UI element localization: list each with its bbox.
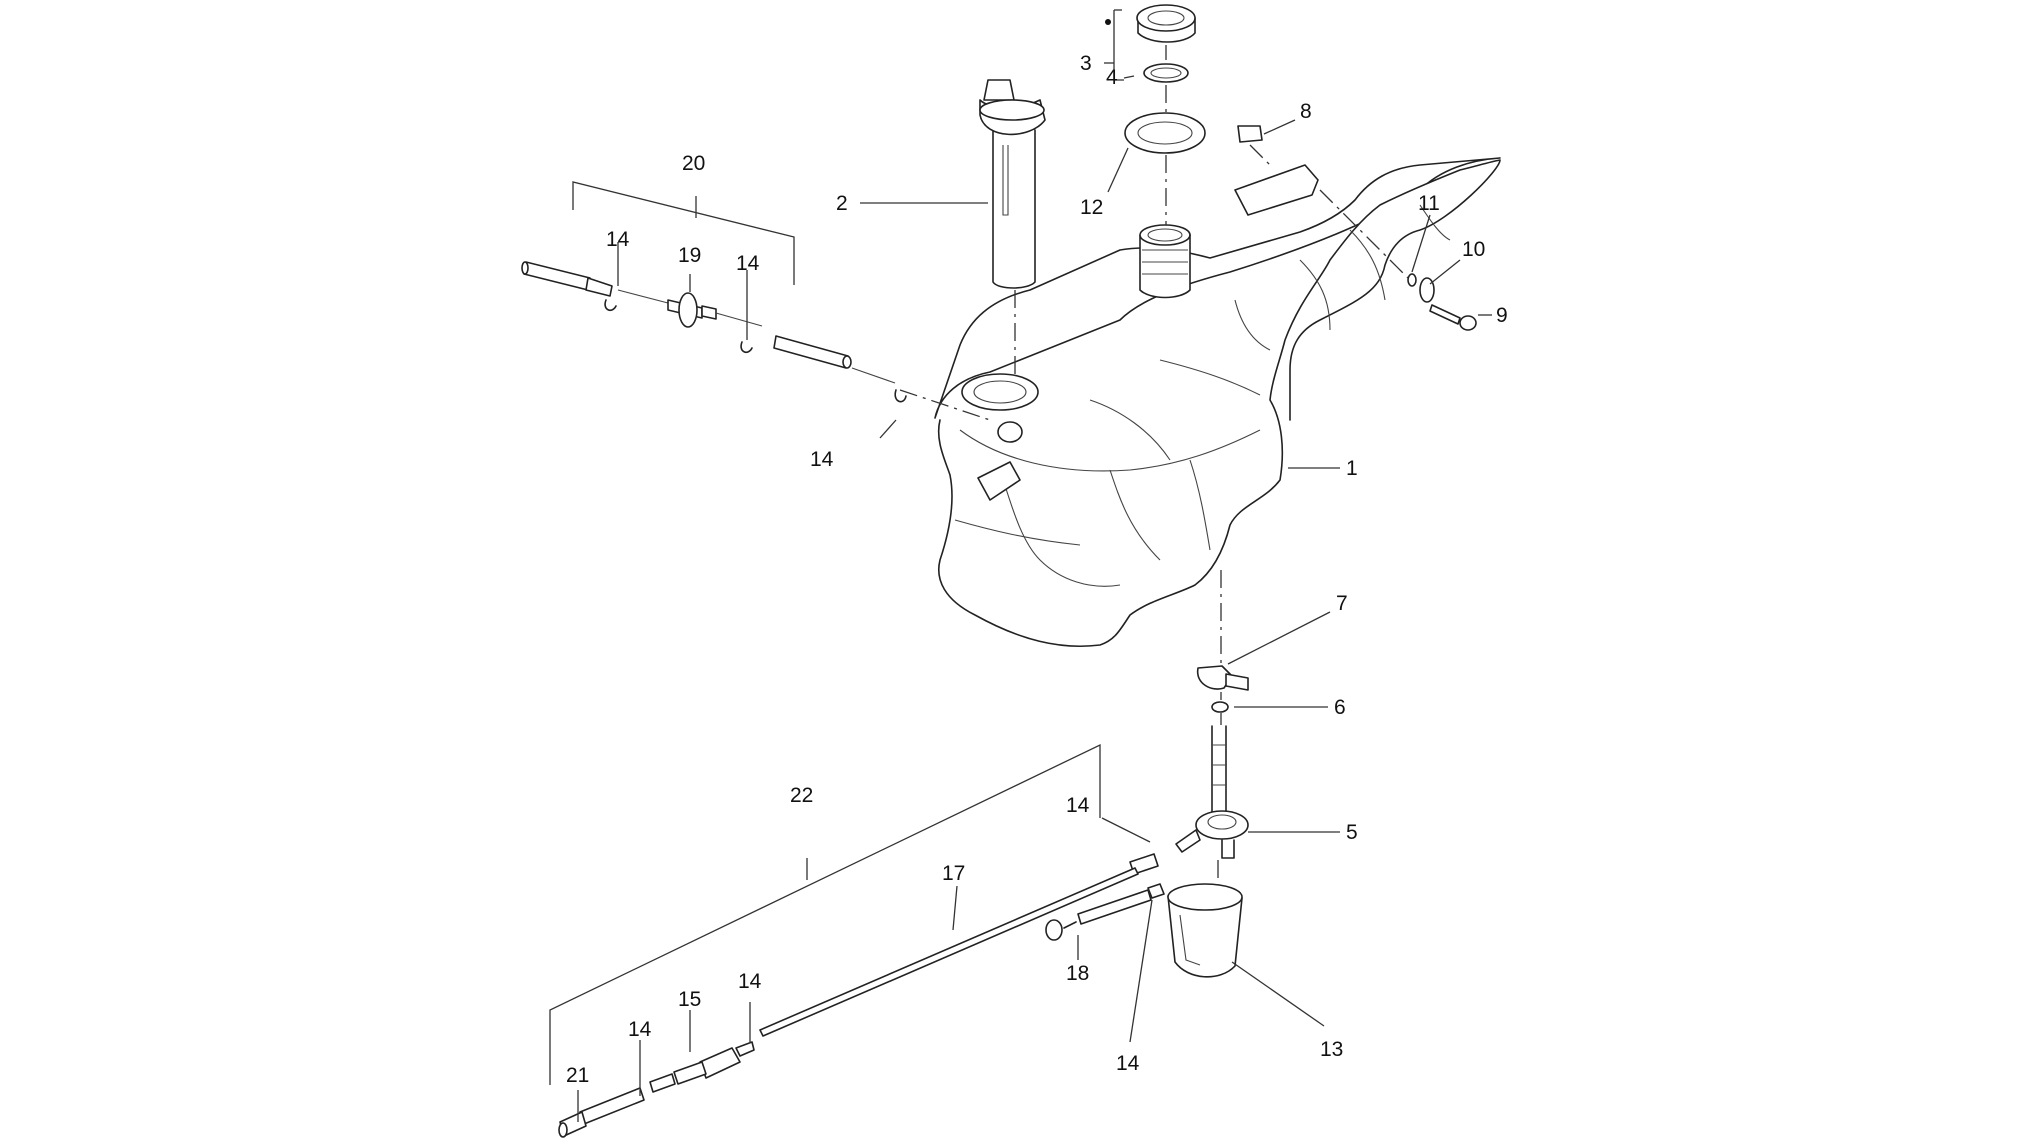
- callout-20: 20: [682, 152, 705, 175]
- callout-4: 4: [1106, 66, 1118, 89]
- callout-19: 19: [678, 244, 701, 267]
- leader-lines: [577, 119, 1492, 1122]
- washer: [1419, 277, 1435, 303]
- fuel-level-sender: [979, 79, 1046, 289]
- assembly-brackets: [549, 9, 1135, 1085]
- callout-5: 5: [1346, 821, 1358, 844]
- spacer: [1407, 273, 1417, 287]
- callout-7: 7: [1336, 592, 1348, 615]
- fuel-line-assembly: [558, 853, 1165, 1138]
- vent-hose-assembly: [521, 261, 907, 403]
- sealing-washer: [1211, 701, 1229, 713]
- callout-22: 22: [790, 784, 813, 807]
- retaining-clip: [1237, 125, 1263, 143]
- callout-21: 21: [566, 1064, 589, 1087]
- cap-gasket: [1143, 63, 1189, 83]
- callout-14-vent-right: 14: [736, 252, 760, 275]
- callout-15: 15: [678, 988, 701, 1011]
- callout-2: 2: [836, 192, 848, 215]
- callout-6: 6: [1334, 696, 1346, 719]
- fuel-cap: [1136, 4, 1196, 43]
- callout-12: 12: [1080, 196, 1103, 219]
- filler-seal-ring: [1124, 112, 1206, 154]
- callout-14-tank-port: 14: [810, 448, 834, 471]
- callout-labels: 1 2 3 4 5 6 7 8 9 10 11 12 13 14 14 14 1…: [566, 52, 1508, 1087]
- mounting-bolt: [1429, 304, 1477, 331]
- callout-11: 11: [1418, 192, 1440, 215]
- callout-14-valve-top: 14: [1066, 794, 1090, 817]
- callout-9: 9: [1496, 304, 1508, 327]
- callout-14-vent-left: 14: [606, 228, 630, 251]
- callout-17: 17: [942, 862, 965, 885]
- callout-3: 3: [1080, 52, 1092, 75]
- assembly-centerlines: [899, 45, 1409, 885]
- callout-14-valve-bottom: 14: [1116, 1052, 1140, 1075]
- callout-13: 13: [1320, 1038, 1343, 1061]
- callout-8: 8: [1300, 100, 1312, 123]
- fuel-shutoff-valve: [1175, 725, 1249, 859]
- callout-1: 1: [1346, 457, 1358, 480]
- callout-10: 10: [1462, 238, 1485, 261]
- callout-14-line-low: 14: [628, 1018, 652, 1041]
- fuel-clamp: [1196, 665, 1249, 691]
- fuel-filter-cup: [1167, 883, 1243, 978]
- fuel-tank: [934, 157, 1501, 648]
- callout-14-line-mid: 14: [738, 970, 762, 993]
- callout-18: 18: [1066, 962, 1089, 985]
